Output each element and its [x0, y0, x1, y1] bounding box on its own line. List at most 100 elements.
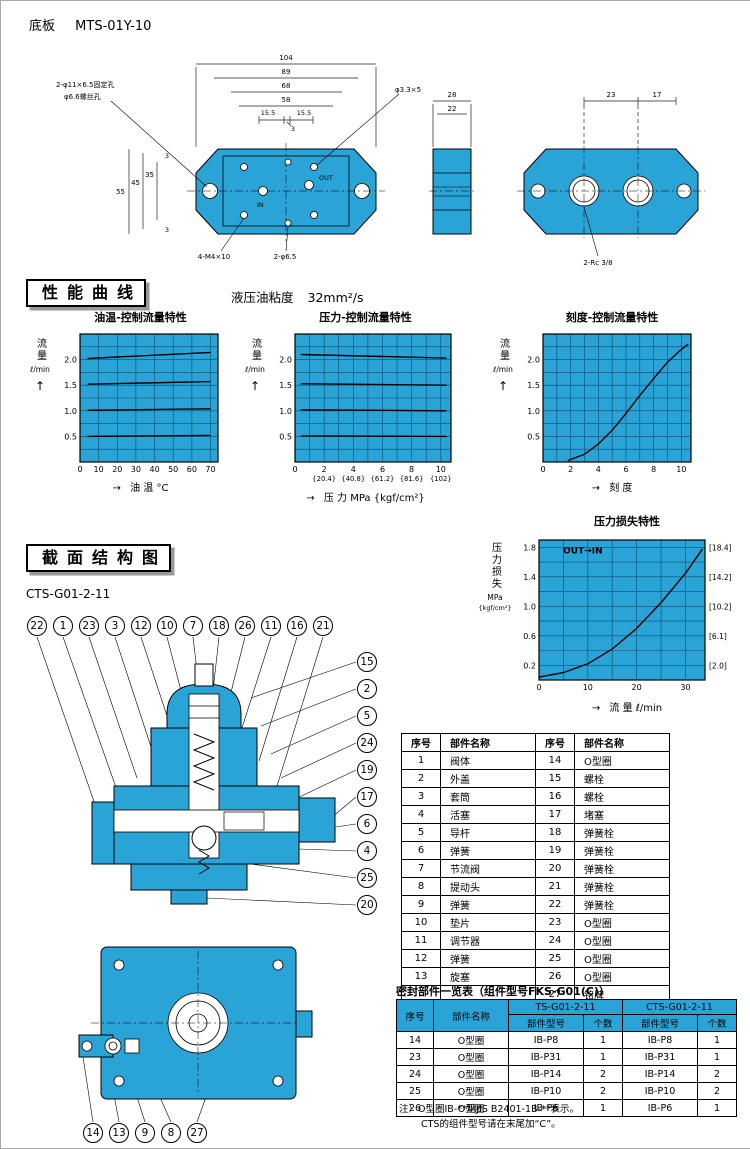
part-name-cell: 弹簧栓: [574, 859, 670, 878]
part-number-cell: 7: [401, 859, 441, 878]
viscosity-label: 液压油粘度: [231, 290, 294, 305]
svg-text:0: 0: [536, 683, 541, 692]
callout: 10: [157, 616, 177, 636]
svg-text:0.2: 0.2: [523, 661, 536, 670]
svg-text:2: 2: [322, 465, 327, 474]
svg-text:20: 20: [632, 683, 642, 692]
port-out-label: OUT: [319, 174, 333, 182]
part-name-cell: O型圈: [574, 931, 670, 950]
x-axis-arrow-icon: →: [112, 483, 121, 494]
callout: 23: [79, 616, 99, 636]
callout: 26: [235, 616, 255, 636]
seal-qty-cell: 2: [583, 1065, 623, 1083]
part-number-cell: 4: [401, 805, 441, 824]
svg-text:0.5: 0.5: [527, 432, 540, 441]
dim-label: 15.5: [261, 109, 275, 117]
callout: 2: [357, 679, 377, 699]
svg-text:{61.2}: {61.2}: [371, 475, 395, 483]
seal-no-cell: 26: [396, 1099, 434, 1117]
svg-text:0.5: 0.5: [279, 432, 292, 441]
part-name-cell: 活塞: [440, 805, 536, 824]
y-axis-label: 压力损失 MPa {kgf/cm²}: [478, 542, 512, 612]
svg-text:2.0: 2.0: [527, 356, 540, 365]
svg-text:{40.8}: {40.8}: [341, 475, 365, 483]
col-header: 部件名称: [440, 733, 536, 752]
seal-qty-cell: 1: [583, 1099, 623, 1117]
part-name-cell: 弹簧栓: [574, 841, 670, 860]
svg-text:1.5: 1.5: [64, 381, 77, 390]
cross-section-diagram: 22 1 23 3 12 10 7 18 26 11 16 21: [19, 606, 391, 954]
parts-table-row: 4 活塞 17 堵塞: [401, 805, 670, 824]
section-header-structure: 截面结构图: [26, 544, 172, 572]
seal-table-row: 25 O型圈 IB-P10 2 IB-P10 2: [396, 1082, 737, 1100]
x-axis-arrow-icon: →: [591, 703, 601, 714]
seal-qty-cell: 1: [697, 1048, 737, 1066]
svg-text:20: 20: [112, 465, 122, 474]
seal-model-cell: IB-P10: [622, 1082, 698, 1100]
seal-model-cell: IB-P31: [508, 1048, 584, 1066]
chart-title: 压力-控制流量特性: [319, 311, 412, 324]
seal-model-cell: IB-P8: [508, 1031, 584, 1049]
svg-text:{20.4}: {20.4}: [312, 475, 336, 483]
callout: 11: [261, 616, 281, 636]
callout: 14: [83, 1123, 103, 1143]
svg-text:0: 0: [540, 465, 545, 474]
part-number-cell: 17: [535, 805, 575, 824]
svg-text:6: 6: [623, 465, 628, 474]
seal-qty-cell: 1: [697, 1099, 737, 1117]
svg-text:[10.2]: [10.2]: [709, 602, 732, 611]
dim-label: 89: [282, 68, 291, 76]
part-name-cell: 弹簧: [440, 841, 536, 860]
viscosity-note: 液压油粘度 32mm²/s: [231, 287, 364, 306]
front-leader-lines: [110, 93, 400, 252]
seal-qty-cell: 1: [583, 1048, 623, 1066]
svg-text:[6.1]: [6.1]: [709, 632, 727, 641]
part-name-cell: 垫片: [440, 913, 536, 932]
dim-label: 68: [282, 82, 291, 90]
svg-text:{81.6}: {81.6}: [400, 475, 424, 483]
callout: 20: [357, 895, 377, 915]
svg-text:60: 60: [187, 465, 197, 474]
callout: 27: [187, 1123, 207, 1143]
callout: 18: [209, 616, 229, 636]
valve-body-shapes: [91, 663, 336, 905]
seal-qty-cell: 1: [697, 1031, 737, 1049]
parts-table-row: 2 外盖 15 螺栓: [401, 769, 670, 788]
svg-text:30: 30: [131, 465, 141, 474]
y-axis-arrow-icon: ↑: [34, 379, 46, 393]
dim-label: 3: [165, 152, 169, 160]
part-number-cell: 2: [401, 769, 441, 788]
col-header: 序号: [535, 733, 575, 752]
col-header: 个数: [697, 1014, 737, 1032]
svg-text:[18.4]: [18.4]: [709, 543, 732, 552]
page-title: 底板 MTS-01Y-10: [29, 15, 151, 34]
seal-table: 序号 部件名称 TS-G01-2-11 CTS-G01-2-11 部件型号 个数…: [396, 999, 737, 1117]
part-number-cell: 19: [535, 841, 575, 860]
callouts-top: 22 1 23 3 12 10 7 18 26 11 16 21: [27, 616, 333, 636]
part-number-cell: 21: [535, 877, 575, 896]
bottom-view-drawing: [78, 946, 313, 1123]
col-header: 序号: [401, 733, 441, 752]
part-number-cell: 16: [535, 787, 575, 806]
part-number-cell: 9: [401, 895, 441, 914]
section-header-performance: 性能曲线: [26, 279, 147, 307]
parts-table-row: 11 调节器 24 O型圈: [401, 931, 670, 950]
seal-no-cell: 23: [396, 1048, 434, 1066]
x-axis-arrow-icon: →: [306, 493, 315, 504]
svg-text:{102}: {102}: [430, 475, 452, 483]
chart-title: 压力损失特性: [594, 515, 660, 528]
seal-qty-cell: 2: [583, 1082, 623, 1100]
parts-table: 序号 部件名称 序号 部件名称 1 阀体 14 O型圈 2 外盖 15: [401, 733, 670, 1004]
dim-label: 104: [279, 54, 293, 62]
col-header: 个数: [583, 1014, 623, 1032]
technical-drawings: IN OUT 104 89 68 58 15.5 15.5 3: [56, 54, 705, 267]
part-name-cell: 提动头: [440, 877, 536, 896]
page-title-label: 底板: [29, 19, 56, 34]
parts-table-row: 13 旋塞 26 O型圈: [401, 967, 670, 986]
